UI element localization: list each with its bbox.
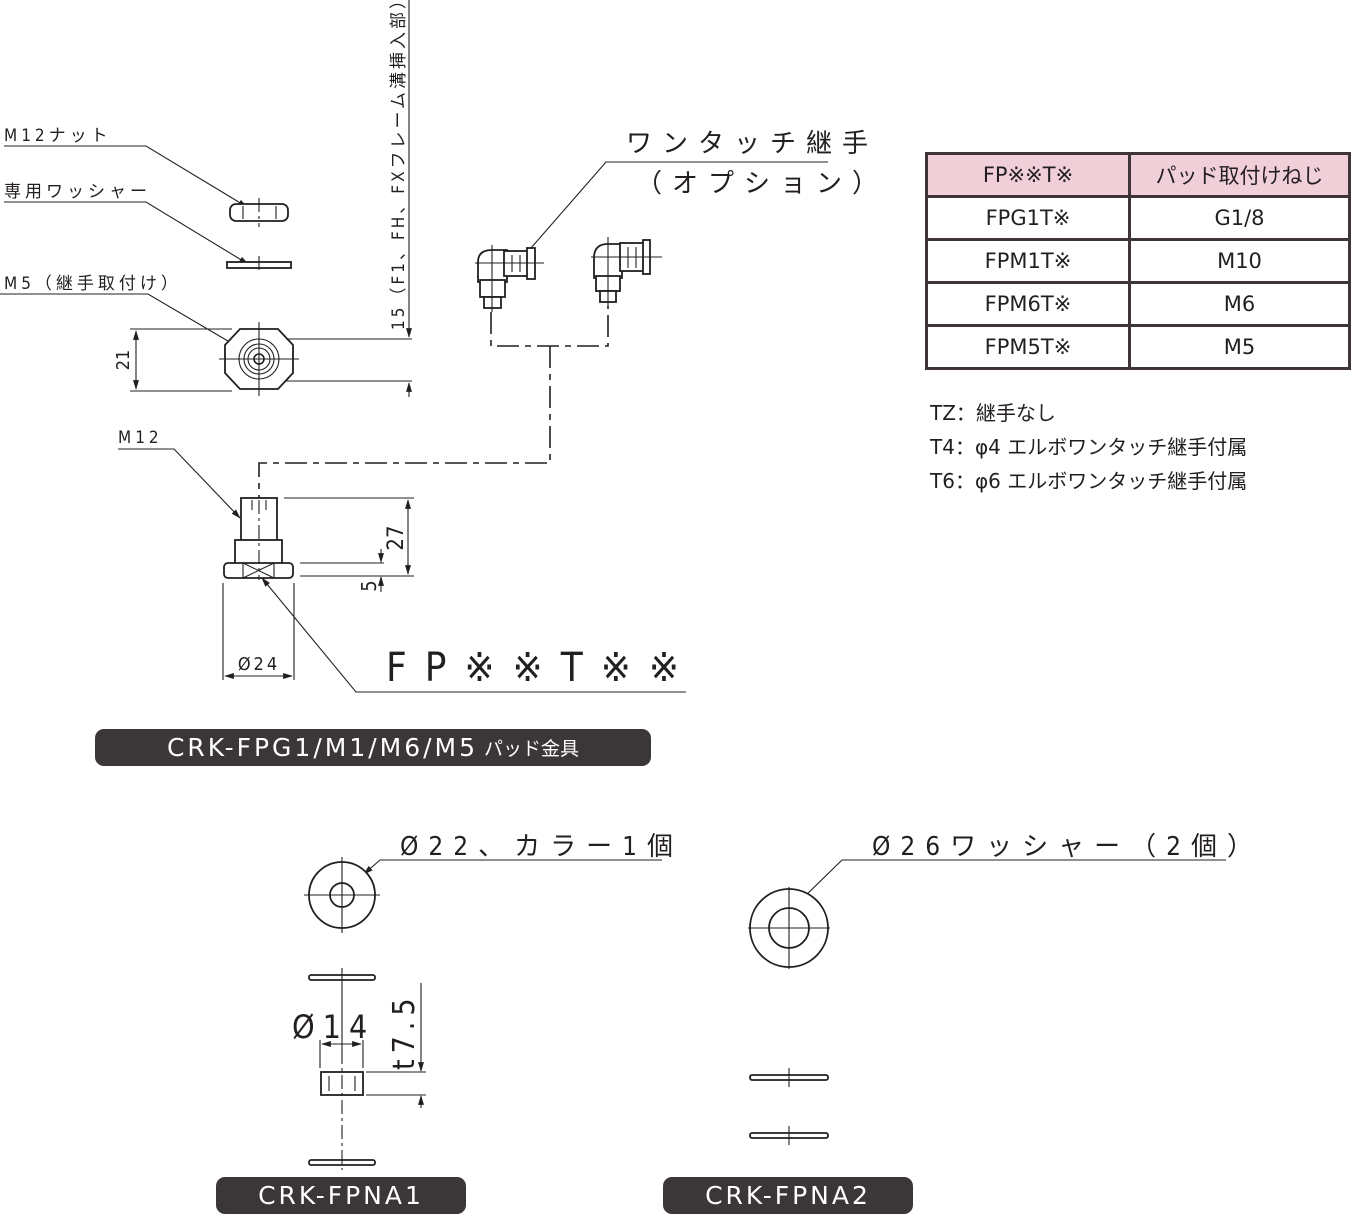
m5-callout: M5（継手取付け） [0,274,251,355]
washer-26-callout: Ø26ワッシャー（2個） [799,832,1263,902]
washer [226,256,292,272]
fpna2-title-badge: CRK-FPNA2 [663,1177,913,1214]
washer-26-top-view [748,887,830,969]
dim-27-text: 27 [384,525,409,550]
spec-table: FP※※T※ パッド取付けねじ FPG1T※ G1/8 FPM1T※ M10 F… [925,152,1351,370]
thread-cell: M5 [1128,324,1351,370]
note-tz: TZ：継手なし [930,401,1056,425]
table-row: FPM5T※ M5 [925,324,1351,370]
one-touch-fitting-callout: ワンタッチ継手 （オプション） [523,129,888,257]
dimension-15-frame: 15（F1、FH、FXフレーム溝挿入部） [286,0,412,397]
m5-fitting-label: M5（継手取付け） [4,274,182,294]
m12-nut-label: M12ナット [4,126,112,146]
dim-14-text: Ø14 [292,1008,375,1046]
pad-fitting-side-view [223,497,294,580]
washer-26-label: Ø26ワッシャー（2個） [872,832,1263,862]
model-cell: FPG1T※ [925,195,1131,241]
elbow-fitting-1 [475,245,544,312]
model-cell: FPM1T※ [925,238,1131,284]
table-row: FPG1T※ G1/8 [925,195,1351,241]
fpna2-title: CRK-FPNA2 [705,1181,871,1210]
dimension-21: 21 [113,328,232,392]
dim-5-text: 5 [357,580,381,591]
m12-callout: M12 [118,428,241,519]
model-code-callout: FP※※T※※ [261,577,697,693]
model-cell: FPM6T※ [925,281,1131,327]
spec-table-header: FP※※T※ パッド取付けねじ [925,152,1351,198]
m12-nut [229,198,289,227]
thread-cell: M10 [1128,238,1351,284]
dim-24-text: Ø24 [238,654,280,675]
pad-fitting-top-view [219,322,299,396]
note-t4: T4：φ4 エルボワンタッチ継手付属 [930,435,1248,459]
washer-label: 専用ワッシャー [4,182,151,202]
dimension-t75: t7.5 [366,983,426,1108]
elbow-fitting-2 [591,237,662,306]
optional-label: （オプション） [636,169,888,199]
note-t6: T6：φ6 エルボワンタッチ継手付属 [930,469,1248,493]
model-cell: FPM5T※ [925,324,1131,370]
washer-26-side-views [749,1068,829,1145]
fpna1-title: CRK-FPNA1 [258,1181,424,1210]
table-row: FPM1T※ M10 [925,238,1351,284]
fpna1-title-badge: CRK-FPNA1 [216,1177,466,1214]
pad-fitting-title: CRK-FPG1/M1/M6/M5 [166,733,479,762]
dimension-14: Ø14 [292,1008,375,1068]
fitting-connection-lines [258,306,609,500]
one-touch-fitting-label: ワンタッチ継手 [626,129,878,159]
collar-side-view [308,968,376,1170]
model-code-label: FP※※T※※ [386,645,697,691]
collar-callout: Ø22、カラー1個 [363,832,683,875]
m12-nut-callout: M12ナット [4,126,248,208]
pad-fitting-title-badge: CRK-FPG1/M1/M6/M5 パッド金具 [95,729,651,766]
dimension-24: Ø24 [222,583,295,680]
dim-21-text: 21 [113,350,134,371]
header-thread: パッド取付けねじ [1128,152,1351,198]
thread-cell: M6 [1128,281,1351,327]
dimension-5: 5 [300,549,384,592]
collar-label: Ø22、カラー1個 [400,832,683,862]
collar-top-view [304,857,380,933]
dim-t75-text: t7.5 [387,993,422,1070]
table-row: FPM6T※ M6 [925,281,1351,327]
thread-cell: G1/8 [1128,195,1351,241]
pad-fitting-subtitle: パッド金具 [484,738,580,760]
frame-insert-dim-text: 15（F1、FH、FXフレーム溝挿入部） [389,0,409,330]
header-model: FP※※T※ [925,152,1131,198]
m12-label: M12 [118,428,163,448]
dimension-27: 27 [284,497,414,577]
fitting-notes: TZ：継手なし T4：φ4 エルボワンタッチ継手付属 T6：φ6 エルボワンタッ… [930,396,1247,498]
washer-callout: 専用ワッシャー [4,182,249,265]
